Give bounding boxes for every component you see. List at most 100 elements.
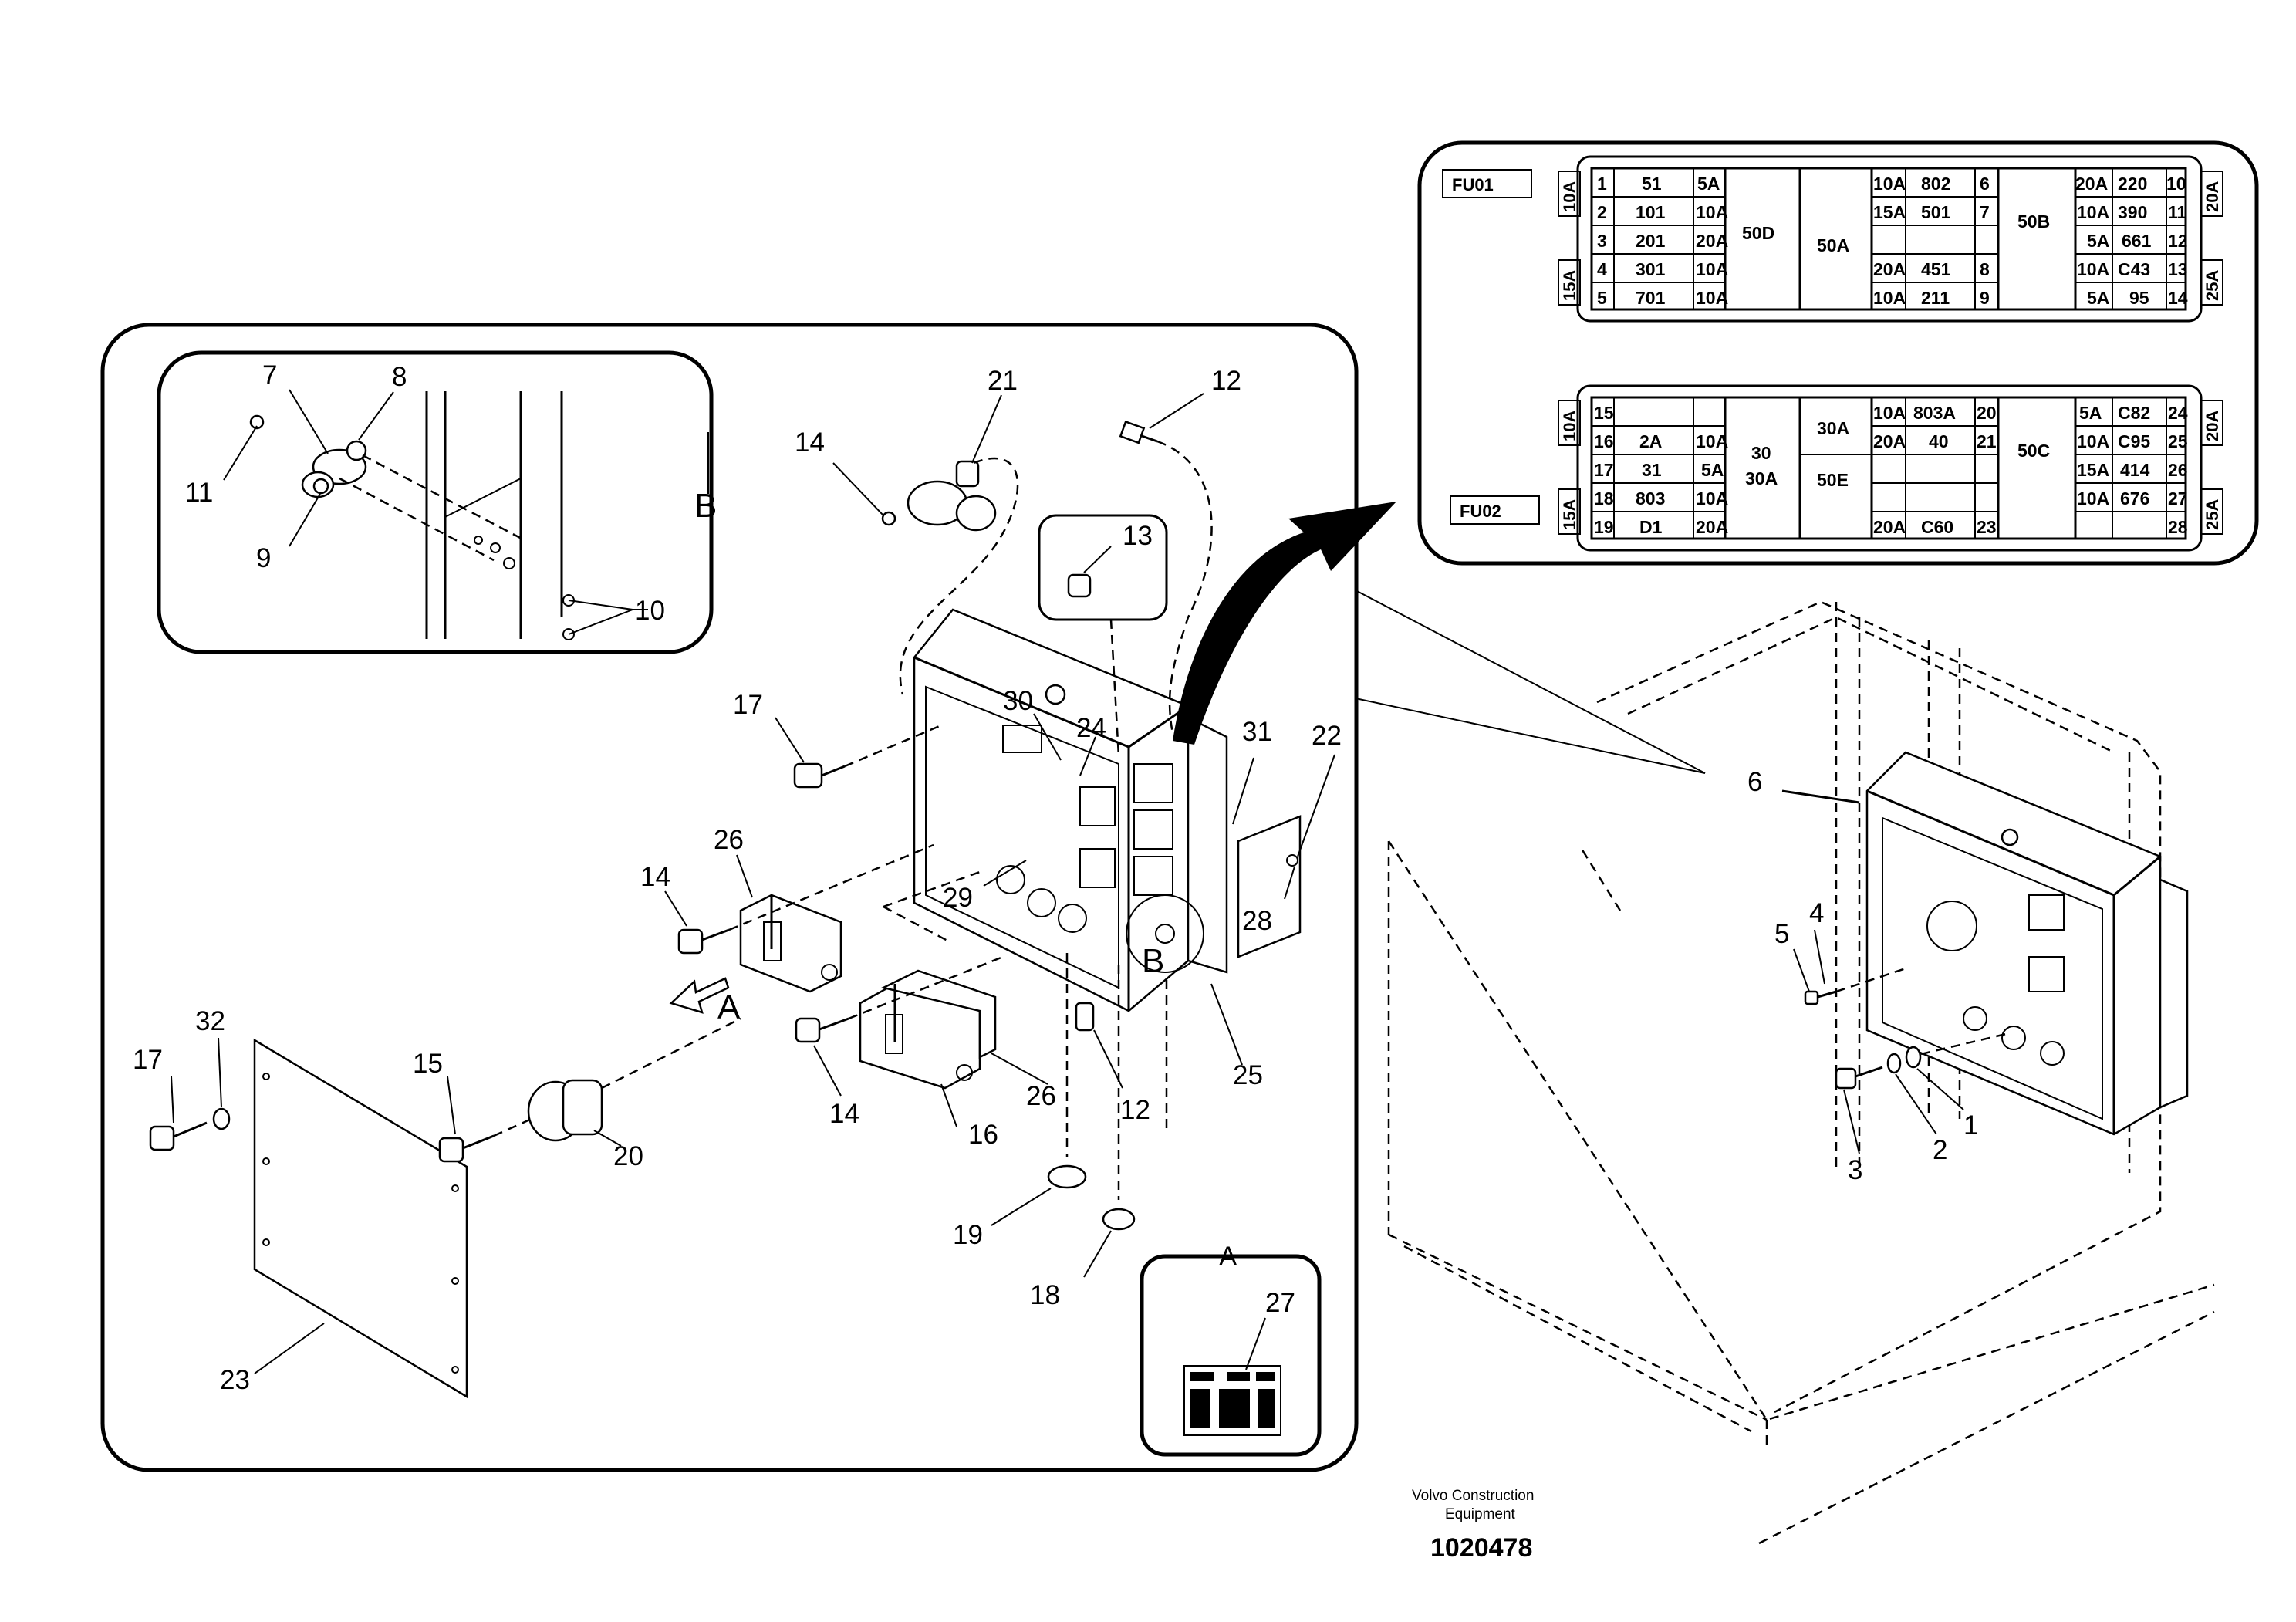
fu01-side-right-top: 20A [2203, 181, 2222, 212]
callout-31: 31 [1242, 717, 1272, 747]
callout-23: 23 [220, 1365, 250, 1395]
detail-b-label: B [694, 487, 717, 525]
callout-30: 30 [1003, 686, 1033, 716]
fu02-r2-c0: 15A [2077, 460, 2109, 480]
callout-11: 11 [185, 478, 213, 508]
fu01-m0-c1: 802 [1921, 174, 1950, 194]
fu02-m1-c0: 20A [1873, 431, 1906, 451]
fu02-tag-box [1450, 495, 1540, 525]
fu02-r0-c2: 24 [2168, 403, 2188, 423]
fu01-big-2: 50A [1817, 235, 1849, 255]
callout-15: 15 [413, 1049, 443, 1079]
fu01-m4-c2: 9 [1980, 288, 1990, 308]
callout-26-lower: 26 [1026, 1081, 1056, 1111]
fu02-l0-c0: 15 [1594, 403, 1614, 423]
connector-part-20: 20 [527, 1017, 741, 1171]
callout-17-upper: 17 [733, 690, 763, 720]
box-internal-callouts: 30 24 29 31 22 28 25 [943, 686, 1342, 1090]
fu01-l3-c2: 10A [1696, 259, 1728, 279]
relay-parts-16-26-lower: 14 16 26 [795, 870, 1056, 1150]
fu02-m0-c1: 803A [1913, 403, 1956, 423]
fuse-panel-frame [1417, 140, 2259, 566]
fuse-block-fu01: 10A 15A 20A 25A 1 51 5A 2 101 10A 3 201 … [1558, 155, 2223, 323]
callout-20: 20 [613, 1141, 643, 1171]
fu01-m3-c0: 20A [1873, 259, 1906, 279]
fu01-l2-c0: 3 [1597, 231, 1607, 251]
fu02-side-right-bottom: 25A [2203, 499, 2222, 530]
fu01-r3-c0: 10A [2077, 259, 2109, 279]
fu01-r2-c2: 12 [2168, 231, 2188, 251]
fu01-r2-c1: 661 [2122, 231, 2152, 251]
callout-16: 16 [968, 1120, 998, 1150]
fu02-l1-c1: 2A [1639, 431, 1662, 451]
fu02-l3-c1: 803 [1636, 488, 1665, 509]
fu01-m3-c2: 8 [1980, 259, 1990, 279]
fu02-side-left-top: 10A [1560, 411, 1579, 441]
fu01-l2-c2: 20A [1696, 231, 1728, 251]
fu01-big-1: 50D [1742, 223, 1774, 243]
fu01-r4-c2: 14 [2168, 288, 2188, 308]
fu02-l4-c2: 20A [1696, 517, 1728, 537]
callout-7: 7 [262, 360, 277, 390]
fu01-l3-c0: 4 [1597, 259, 1607, 279]
fu01-m1-c2: 7 [1980, 202, 1990, 222]
fu01-r0-c2: 10 [2166, 174, 2186, 194]
callout-2: 2 [1933, 1135, 1947, 1165]
callout-12-lower: 12 [1120, 1095, 1150, 1125]
callout-17-lower: 17 [133, 1045, 163, 1075]
fu02-l2-c2: 5A [1701, 460, 1724, 480]
fu02-side-right-top: 20A [2203, 411, 2222, 441]
fu02-side-left-bottom: 15A [1560, 499, 1579, 530]
fu01-side-right-bottom: 25A [2203, 270, 2222, 301]
document-number: 1020478 [1430, 1533, 1532, 1563]
fu01-r3-c1: C43 [2118, 259, 2150, 279]
fu02-r1-c0: 10A [2077, 431, 2109, 451]
callout-6: 6 [1747, 767, 1762, 797]
callout-26-upper: 26 [714, 825, 744, 855]
view-a-arrow-label: A [718, 988, 741, 1026]
fu01-tag: FU01 [1452, 175, 1494, 194]
fu01-l4-c2: 10A [1696, 288, 1728, 308]
detail-a-label: A [1219, 1242, 1237, 1272]
fu02-r0-c0: 5A [2079, 403, 2102, 423]
detail-part-13: 13 [1038, 514, 1168, 757]
fu02-m1-c2: 21 [1977, 431, 1997, 451]
fu01-r2-c0: 5A [2087, 231, 2109, 251]
screws-15-17-32: 17 32 15 [133, 1006, 541, 1163]
leader-panel-top [1355, 590, 1706, 774]
fu01-r0-c1: 220 [2118, 174, 2147, 194]
detail-b-marker: B [1142, 942, 1164, 980]
zoom-arrow [1173, 502, 1396, 745]
leader-panel-bottom [1355, 698, 1706, 774]
lower-hardware-12-18-19: 12 19 18 [953, 953, 1168, 1310]
fu02-l1-c2: 10A [1696, 431, 1728, 451]
fu02-r2-c2: 26 [2168, 460, 2188, 480]
fu01-l1-c0: 2 [1597, 202, 1607, 222]
fu02-m4-c2: 23 [1977, 517, 1997, 537]
fu01-l1-c2: 10A [1696, 202, 1728, 222]
fu02-r4-c2: 28 [2168, 517, 2188, 537]
fu02-l4-c0: 19 [1594, 517, 1614, 537]
callout-14-mid: 14 [640, 862, 670, 892]
relay-part-21: 14 21 [795, 366, 1019, 695]
callout-12-top: 12 [1211, 366, 1241, 396]
fu01-r1-c2: 11 [2168, 202, 2187, 222]
callout-1: 1 [1963, 1110, 1978, 1140]
fu01-l4-c0: 5 [1597, 288, 1607, 308]
fu01-big-3: 50B [2017, 211, 2050, 231]
fu02-m4-c0: 20A [1873, 517, 1906, 537]
fu01-tag-box [1442, 169, 1532, 198]
detail-b-inset: B 11 7 8 9 10 [157, 350, 717, 654]
fu02-l3-c0: 18 [1594, 488, 1614, 509]
relay-part-26-upper: 14 26 A [640, 825, 934, 1026]
installed-box-context: 6 5 4 3 2 1 [1747, 751, 2189, 1185]
fu01-r0-c0: 20A [2075, 174, 2108, 194]
electrical-box-assembly: B [913, 608, 1228, 1012]
fu01-l0-c1: 51 [1642, 174, 1662, 194]
fu02-l3-c2: 10A [1696, 488, 1728, 509]
fu01-side-left-top: 10A [1560, 181, 1579, 212]
fu02-tag: FU02 [1460, 502, 1501, 521]
fu02-r0-c1: C82 [2118, 403, 2150, 423]
callout-27: 27 [1265, 1288, 1295, 1318]
fu01-m0-c2: 6 [1980, 174, 1990, 194]
